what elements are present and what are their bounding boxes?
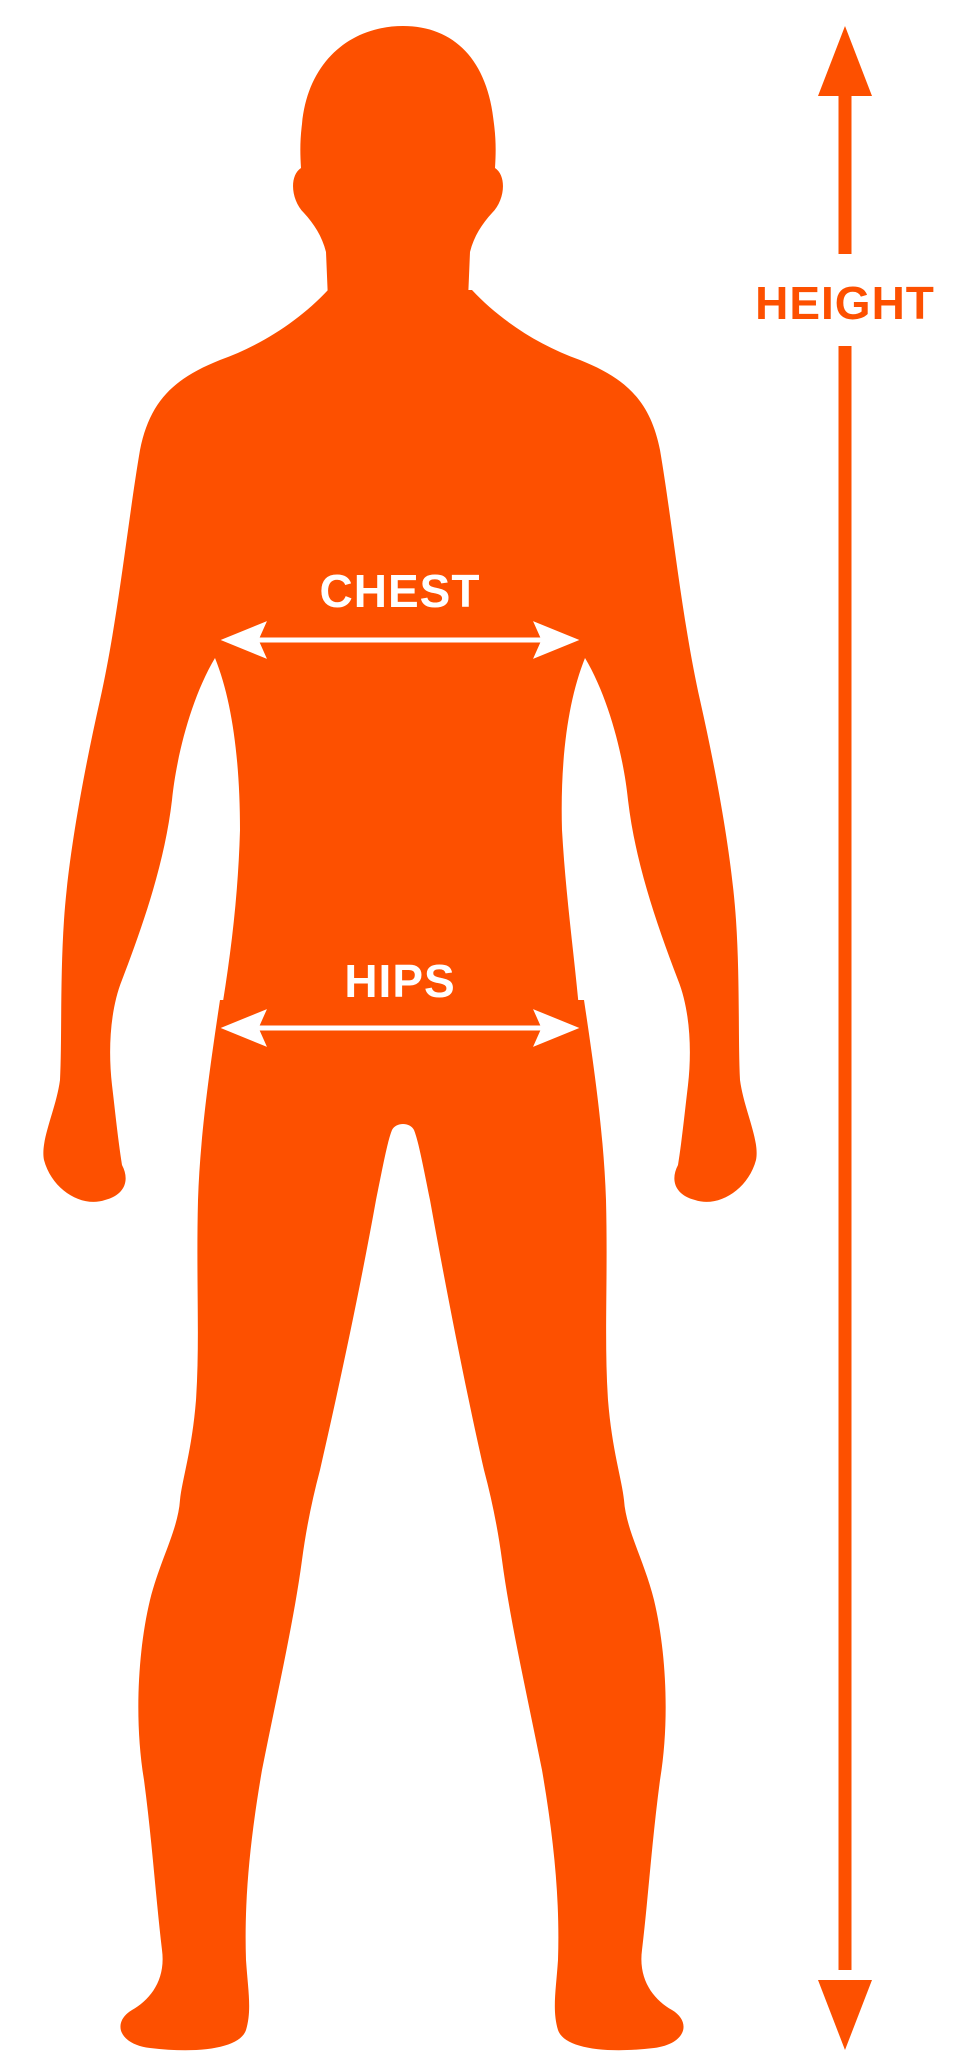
height-arrow-top-head [818, 26, 872, 96]
body-silhouette [43, 26, 756, 2050]
head-shape [293, 26, 503, 300]
chest-label: CHEST [320, 565, 481, 617]
hips-label: HIPS [344, 955, 455, 1007]
height-arrow-bottom-head [818, 1980, 872, 2050]
height-measure-arrow [818, 26, 872, 2050]
legs-shape [120, 1000, 683, 2050]
height-label: HEIGHT [755, 277, 935, 329]
